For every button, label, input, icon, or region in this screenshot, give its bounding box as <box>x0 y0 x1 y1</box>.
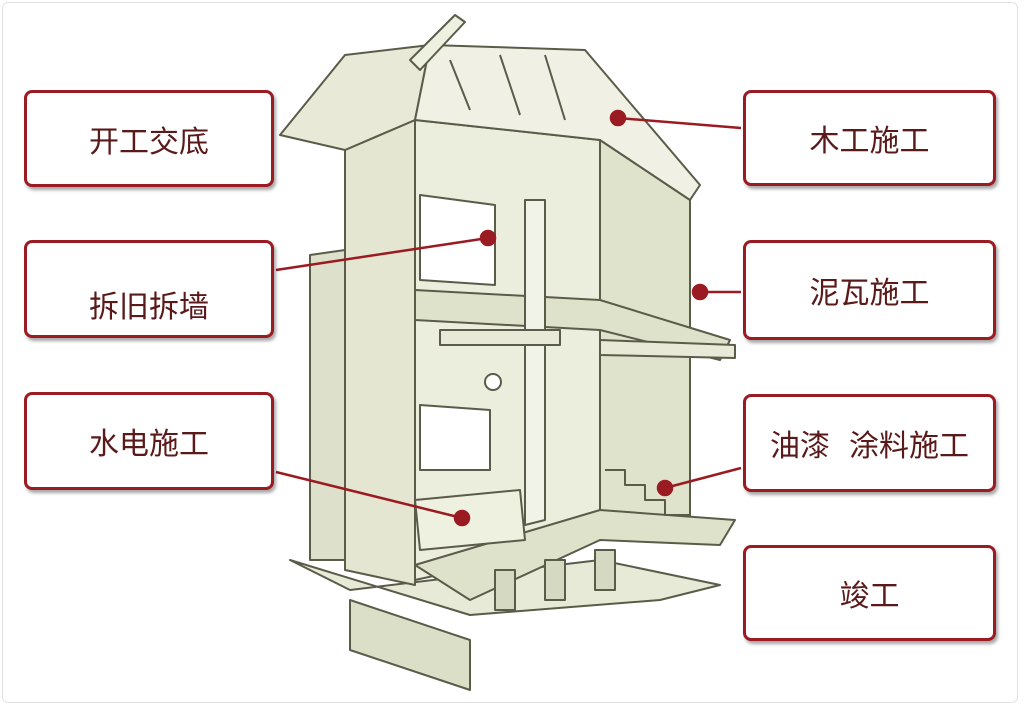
dot-masonry <box>691 283 709 301</box>
label-start-handover-text: 开工交底 <box>89 124 209 160</box>
label-demolition: 拆旧拆墙 <box>24 240 274 338</box>
leader-painting <box>664 466 742 490</box>
label-completion-text: 竣工 <box>839 579 900 614</box>
truss-3 <box>544 54 566 121</box>
roof-post <box>409 14 466 71</box>
roof-right <box>414 44 701 201</box>
label-plumbing-electrical: 水电施工 <box>24 392 274 490</box>
truss-1 <box>449 59 471 111</box>
leader-carpentry <box>617 116 742 130</box>
label-carpentry: 木工施工 <box>743 90 996 186</box>
wall-fixture <box>484 373 502 391</box>
beam-1 <box>439 329 561 346</box>
left-wall <box>344 119 416 586</box>
center-column <box>524 199 546 526</box>
stairs <box>605 469 690 516</box>
beam-2 <box>599 339 736 359</box>
dot-demolition <box>479 229 497 247</box>
joist-2 <box>544 559 566 601</box>
upper-window <box>419 194 496 286</box>
joist-1 <box>494 569 516 611</box>
foundation <box>349 599 471 691</box>
leader-demolition <box>275 236 489 272</box>
left-wall-exterior <box>309 249 346 561</box>
leader-plumbing <box>275 470 463 520</box>
label-painting: 油漆 涂料施工 <box>743 394 996 492</box>
label-masonry-tiling-text: 泥瓦施工 <box>809 276 930 311</box>
dot-carpentry <box>609 109 627 127</box>
label-painting-text: 油漆 涂料施工 <box>769 429 970 464</box>
label-start-handover: 开工交底 <box>24 90 274 187</box>
label-masonry-tiling: 泥瓦施工 <box>743 240 996 340</box>
joist-3 <box>594 549 616 591</box>
label-carpentry-text: 木工施工 <box>809 124 930 159</box>
label-completion: 竣工 <box>743 545 996 641</box>
lower-window <box>419 404 491 471</box>
truss-2 <box>499 54 521 116</box>
dot-painting <box>656 479 674 497</box>
label-demolition-text: 拆旧拆墙 <box>89 290 209 325</box>
dot-plumbing <box>453 509 471 527</box>
label-plumbing-electrical-text: 水电施工 <box>89 427 209 462</box>
